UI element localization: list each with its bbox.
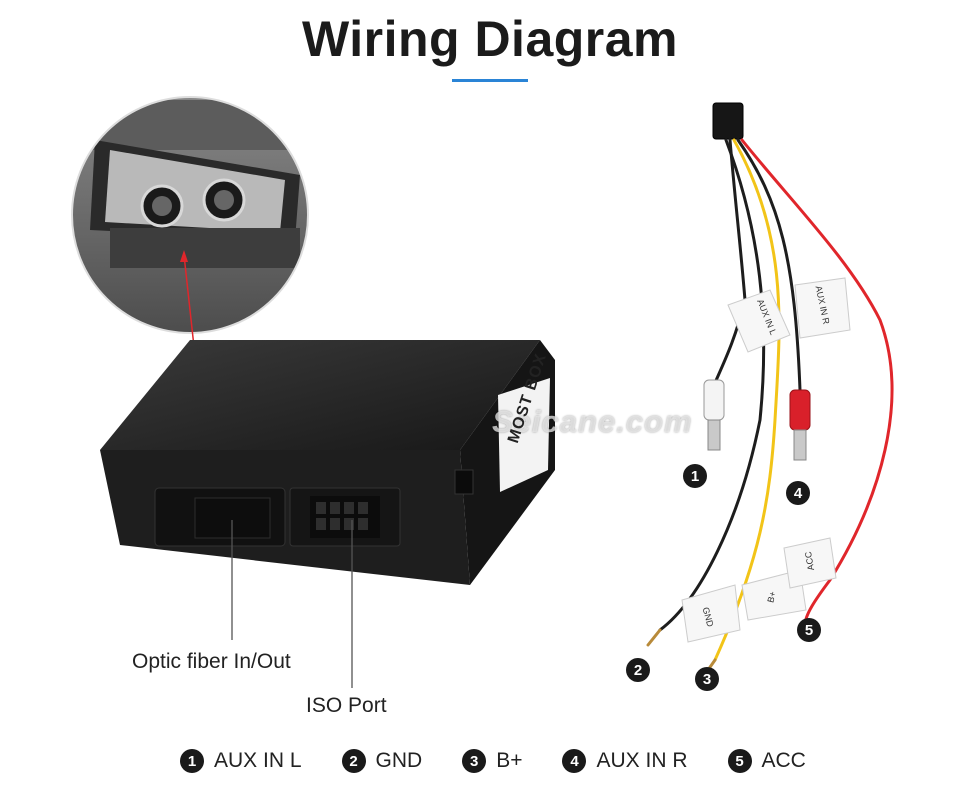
watermark: Seicane.com (492, 404, 693, 439)
wire-marker-5: 5 (797, 618, 821, 642)
title-underline (452, 79, 528, 82)
legend-item-acc: 5 ACC (727, 749, 806, 773)
legend-badge: 5 (727, 749, 752, 773)
legend-item-gnd: 2 GND (341, 749, 423, 773)
iso-callout-label: ISO Port (306, 694, 387, 717)
legend-badge: 4 (562, 749, 587, 773)
wire-marker-1: 1 (683, 464, 707, 488)
legend-item-bplus: 3 B+ (462, 749, 522, 773)
legend-label: AUX IN L (214, 749, 302, 772)
legend-item-aux-r: 4 AUX IN R (562, 749, 688, 773)
wire-marker-2: 2 (626, 658, 650, 682)
optic-zoom-inset (72, 97, 308, 333)
most-box (100, 340, 555, 585)
legend-badge: 2 (341, 749, 366, 773)
legend-item-aux-l: 1 AUX IN L (180, 749, 302, 773)
legend-badge: 3 (462, 749, 487, 773)
wire-marker-3: 3 (695, 667, 719, 691)
legend-label: AUX IN R (596, 749, 688, 772)
legend-label: ACC (761, 749, 806, 772)
legend: 1 AUX IN L 2 GND 3 B+ 4 AUX IN R 5 ACC (180, 744, 806, 778)
legend-label: GND (375, 749, 423, 772)
zoom-border (71, 96, 309, 334)
optic-callout-label: Optic fiber In/Out (132, 650, 291, 673)
wire-marker-4: 4 (786, 481, 810, 505)
legend-badge: 1 (180, 749, 204, 773)
pointer-arrowhead (180, 250, 188, 262)
legend-label: B+ (496, 749, 523, 772)
wire-harness (646, 102, 894, 672)
page-title: Wiring Diagram (301, 11, 679, 67)
